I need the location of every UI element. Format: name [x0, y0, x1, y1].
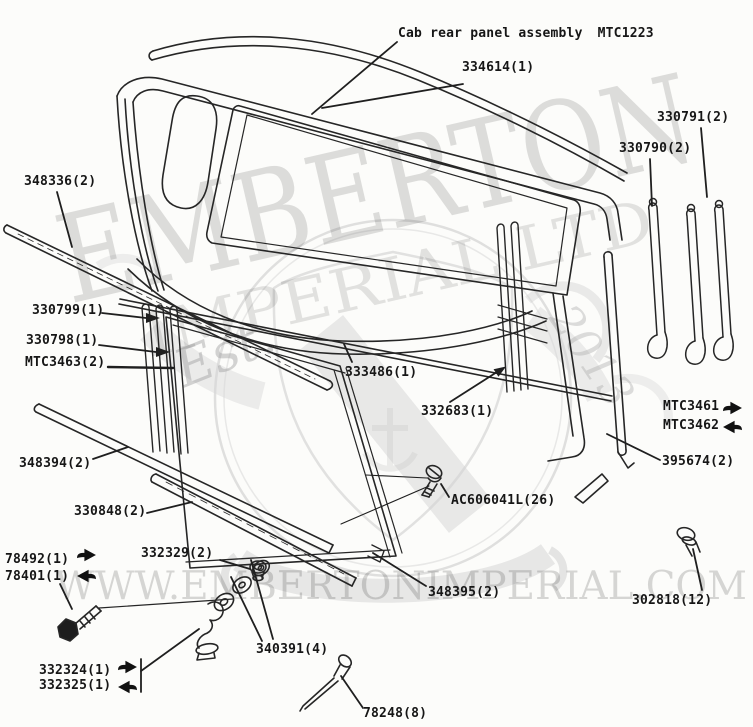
wire-stay-2	[685, 203, 706, 365]
part-label-330848: 330848(2)	[74, 504, 147, 519]
diagram-title: Cab rear panel assembly MTC1223	[398, 26, 654, 41]
part-label-332324: 332324(1)	[39, 663, 112, 678]
glazing-channels-right-332683	[496, 221, 529, 393]
part-label-332683: 332683(1)	[421, 404, 494, 419]
washers-340391	[213, 559, 271, 612]
latch-332324	[195, 601, 224, 661]
part-label-348394: 348394(2)	[19, 456, 92, 471]
part-label-MTC3463: MTC3463(2)	[25, 355, 106, 370]
glazing-bar-395674	[574, 251, 635, 504]
part-label-340391: 340391(4)	[256, 642, 329, 657]
pin-78248	[299, 654, 353, 712]
bolt-78401	[57, 598, 234, 642]
leader-lines	[56, 41, 708, 709]
watermark-brand: EMBERTON IMPERIAL LTD WWW.EMBERTONIMPERI…	[44, 48, 747, 609]
wire-stay-3	[713, 199, 734, 361]
diagram-title-text: Cab rear panel assembly	[398, 26, 583, 41]
roof-strip-334614	[148, 35, 628, 182]
watermark-crest: Est. 2013	[95, 218, 673, 603]
part-label-330791: 330791(2)	[657, 110, 730, 125]
seal-333486	[118, 298, 613, 402]
part-label-330798: 330798(1)	[26, 333, 99, 348]
glass-pane	[165, 316, 403, 569]
part-label-332325: 332325(1)	[39, 678, 112, 693]
watermark-website-text: WWW.EMBERTONIMPERIAL.COM	[55, 564, 747, 609]
part-label-348336: 348336(2)	[24, 174, 97, 189]
part-label-330790: 330790(2)	[619, 141, 692, 156]
assembly-number: MTC1223	[597, 26, 654, 41]
part-label-MTC3462: MTC3462	[663, 418, 720, 433]
part-label-78248: 78248(8)	[363, 706, 428, 721]
rivet-302818	[676, 526, 701, 557]
part-label-332329: 332329(2)	[141, 546, 214, 561]
direction-arrow-left-icon	[76, 568, 97, 584]
direction-arrow-right-icon	[722, 400, 743, 416]
finisher-strip-348336	[3, 224, 334, 391]
part-label-348395: 348395(2)	[428, 585, 501, 600]
part-label-78401: 78401(1)	[5, 569, 70, 584]
screw-AC606041L	[421, 464, 443, 498]
part-label-302818: 302818(12)	[632, 593, 713, 608]
part-label-AC606041L: AC606041L(26)	[451, 493, 556, 508]
direction-arrow-right-icon	[76, 547, 97, 563]
part-label-MTC3461: MTC3461	[663, 399, 720, 414]
glazing-channels-left	[141, 303, 189, 455]
part-label-330799: 330799(1)	[32, 303, 105, 318]
direction-arrow-right-icon	[117, 659, 138, 675]
part-label-395674: 395674(2)	[662, 454, 735, 469]
direction-arrow-left-icon	[722, 419, 743, 435]
watermark-year-text: 2013	[538, 295, 643, 417]
part-label-333486: 333486(1)	[345, 365, 418, 380]
direction-arrow-left-icon	[117, 679, 138, 695]
wire-stays	[647, 197, 734, 365]
part-label-334614: 334614(1)	[462, 60, 535, 75]
part-label-78492: 78492(1)	[5, 552, 70, 567]
